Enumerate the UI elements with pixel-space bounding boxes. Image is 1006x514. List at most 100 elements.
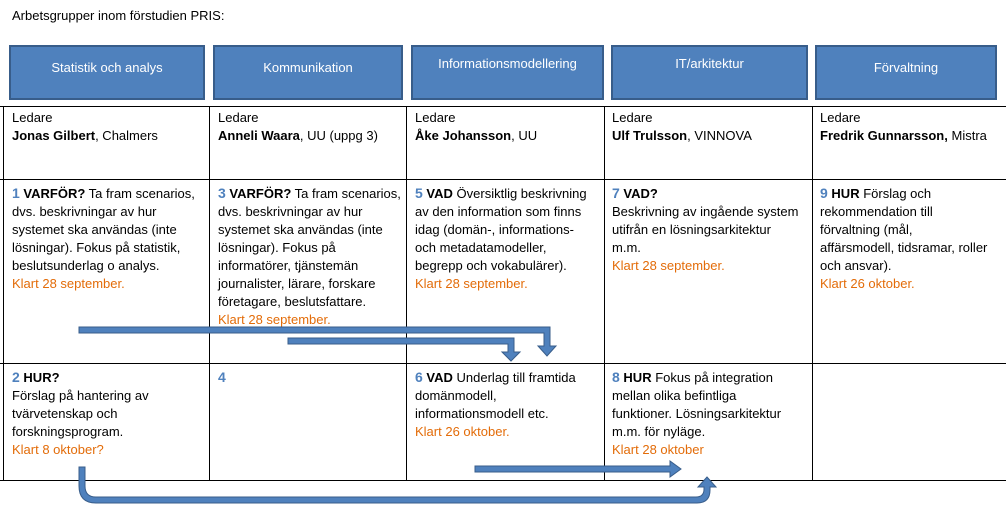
leader-label: Ledare — [218, 110, 259, 125]
grid-line — [0, 106, 1006, 107]
task-deadline: Klart 26 oktober. — [820, 276, 915, 291]
leader-name: Åke Johansson — [415, 128, 512, 143]
task-text: Fokus på integration — [651, 370, 773, 385]
task-keyword: HUR — [831, 186, 860, 201]
header-label: Kommunikation — [263, 60, 353, 75]
task-text: och ansvar). — [820, 258, 892, 273]
task-line: 9 HUR Förslag och — [820, 184, 987, 203]
task-text: Ta fram scenarios, — [85, 186, 195, 201]
task-6: 6 VAD Underlag till framtida domänmodell… — [415, 368, 576, 441]
leader-name: Ulf Trulsson — [612, 128, 688, 143]
task-line: 7 VAD? — [612, 184, 798, 203]
task-line: 3 VARFÖR? Ta fram scenarios, — [218, 184, 401, 203]
task-line: 6 VAD Underlag till framtida — [415, 368, 576, 387]
leader-info: Åke Johansson, UU — [415, 127, 537, 145]
leader-info: Fredrik Gunnarsson, Mistra — [820, 127, 987, 145]
task-deadline: Klart 8 oktober? — [12, 442, 104, 457]
grid-line — [0, 179, 1006, 180]
task-text: forskningsprogram. — [12, 424, 124, 439]
task-text: m.m. för nyläge. — [612, 424, 706, 439]
task-number: 9 — [820, 185, 828, 201]
grid-line — [604, 106, 605, 481]
leader-info: Ulf Trulsson, VINNOVA — [612, 127, 752, 145]
leader-org: , Chalmers — [95, 128, 158, 143]
header-forvaltning: Förvaltning — [815, 45, 997, 100]
task-text: Förslag och — [859, 186, 932, 201]
task-text: företagare, beslutsfattare. — [218, 294, 367, 309]
header-label: Förvaltning — [873, 60, 939, 75]
task-8: 8 HUR Fokus på integration mellan olika … — [612, 368, 781, 459]
task-text: Översiktlig beskrivning — [452, 186, 587, 201]
grid-line — [0, 363, 1006, 364]
task-5: 5 VAD Översiktlig beskrivning av den inf… — [415, 184, 587, 293]
task-text: dvs. beskrivningar av hur — [218, 204, 363, 219]
task-keyword: VARFÖR? — [23, 186, 86, 201]
grid-line — [209, 106, 210, 481]
leader-org: , UU — [511, 128, 538, 143]
header-kommunikation: Kommunikation — [213, 45, 403, 100]
task-text: begrepp och vokabulärer). — [415, 258, 567, 273]
task-keyword: VARFÖR? — [229, 186, 292, 201]
leader-org: , VINNOVA — [687, 128, 752, 143]
grid-line — [0, 480, 1006, 481]
task-1: 1 VARFÖR? Ta fram scenarios, dvs. beskri… — [12, 184, 195, 293]
arrow-3-to-6 — [287, 337, 522, 362]
task-2: 2 HUR? Förslag på hantering av tvärveten… — [12, 368, 149, 459]
leader-name: Anneli Waara — [218, 128, 300, 143]
arrow-1-to-6 — [78, 326, 558, 357]
task-number: 8 — [612, 369, 620, 385]
task-text: beslutsunderlag o analys. — [12, 258, 160, 273]
leader-label: Ledare — [612, 110, 653, 125]
page-title: Arbetsgrupper inom förstudien PRIS: — [12, 8, 225, 23]
task-text: tvärvetenskap och — [12, 406, 118, 421]
leader-label: Ledare — [415, 110, 456, 125]
task-4: 4 — [218, 368, 226, 387]
task-line: 8 HUR Fokus på integration — [612, 368, 781, 387]
task-text: m.m. — [612, 240, 641, 255]
task-text: utifrån en lösningsarkitektur — [612, 222, 771, 237]
leader-cell-forvaltning: Ledare Fredrik Gunnarsson, Mistra — [820, 109, 987, 145]
grid-line — [406, 106, 407, 481]
leader-info: Jonas Gilbert, Chalmers — [12, 127, 158, 145]
task-7: 7 VAD? Beskrivning av ingående system ut… — [612, 184, 798, 275]
task-line: 1 VARFÖR? Ta fram scenarios, — [12, 184, 195, 203]
header-informationsmodellering: Informationsmodellering — [411, 45, 604, 100]
task-text: Förslag på hantering av — [12, 388, 149, 403]
task-text: idag (domän-, informations- — [415, 222, 574, 237]
leader-name: Jonas Gilbert — [12, 128, 96, 143]
task-keyword: VAD? — [623, 186, 658, 201]
leader-label: Ledare — [12, 110, 53, 125]
task-text: Ta fram scenarios, — [291, 186, 401, 201]
task-text: lösningar). Fokus på statistik, — [12, 240, 181, 255]
task-keyword: HUR? — [23, 370, 60, 385]
task-number: 3 — [218, 185, 226, 201]
header-statistik: Statistik och analys — [9, 45, 205, 100]
task-text: mellan olika befintliga — [612, 388, 737, 403]
task-number: 4 — [218, 369, 226, 385]
task-line: 5 VAD Översiktlig beskrivning — [415, 184, 587, 203]
task-number: 7 — [612, 185, 620, 201]
task-deadline: Klart 28 september. — [218, 312, 331, 327]
task-text: journalister, lärare, forskare — [218, 276, 376, 291]
task-number: 5 — [415, 185, 423, 201]
task-text: funktioner. Lösningsarkitektur — [612, 406, 782, 421]
grid-line — [812, 106, 813, 481]
task-3: 3 VARFÖR? Ta fram scenarios, dvs. beskri… — [218, 184, 401, 329]
task-9: 9 HUR Förslag och rekommendation till fö… — [820, 184, 987, 293]
leader-cell-statistik: Ledare Jonas Gilbert, Chalmers — [12, 109, 158, 145]
header-label: IT/arkitektur — [675, 56, 744, 71]
task-text: systemet ska användas (inte — [12, 222, 177, 237]
header-label: Statistik och analys — [51, 60, 163, 75]
header-it-arkitektur: IT/arkitektur — [611, 45, 808, 100]
task-number: 6 — [415, 369, 423, 385]
task-text: lösningar). Fokus på — [218, 240, 336, 255]
task-text: systemet ska användas (inte — [218, 222, 383, 237]
task-text: rekommendation till — [820, 204, 933, 219]
task-text: av den information som finns — [415, 204, 582, 219]
task-line: 2 HUR? — [12, 368, 149, 387]
task-text: dvs. beskrivningar av hur — [12, 204, 157, 219]
task-deadline: Klart 26 oktober. — [415, 424, 510, 439]
task-keyword: HUR — [623, 370, 652, 385]
task-text: affärsmodell, tidsramar, roller — [820, 240, 988, 255]
task-number: 2 — [12, 369, 20, 385]
